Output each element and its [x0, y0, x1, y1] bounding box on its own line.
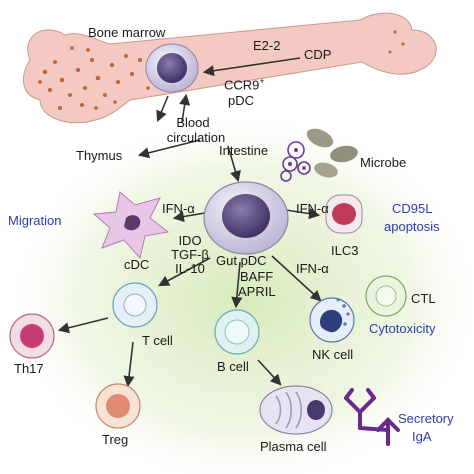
- label-plasma-cell: Plasma cell: [260, 439, 327, 454]
- arrow-to-cdc: [172, 211, 206, 223]
- label-baff: BAFF: [240, 269, 274, 284]
- label-bone-marrow: Bone marrow: [88, 25, 166, 40]
- arrow-cdp-to-pdc: [202, 57, 301, 77]
- label-april: APRIL: [238, 284, 276, 299]
- label-nk-cell: NK cell: [312, 347, 354, 362]
- secretory-iga-icon: [344, 388, 400, 446]
- arrow-to-nkcell: [271, 255, 322, 302]
- arrow-pdc-to-blood: [156, 95, 169, 123]
- arrow-to-intestine: [227, 145, 241, 183]
- label-apoptosis: apoptosis: [384, 219, 440, 234]
- label-cdp: CDP: [304, 47, 332, 62]
- label-microbe: Microbe: [360, 155, 407, 170]
- gut-pdc-cell: [203, 181, 289, 255]
- label-ccr9: CCR9+: [224, 74, 265, 92]
- label-e2-2: E2-2: [253, 38, 281, 53]
- label-cdc: cDC: [124, 257, 150, 272]
- label-pdc: pDC: [228, 93, 255, 108]
- label-intestine: Intestine: [219, 143, 269, 158]
- label-circulation: circulation: [166, 130, 226, 145]
- plasma-cell: [259, 385, 333, 435]
- label-thymus: Thymus: [76, 148, 123, 163]
- label-ilc3: ILC3: [331, 243, 359, 258]
- ctl-cell: [365, 275, 407, 317]
- label-gut-pdc: Gut pDC: [216, 253, 267, 268]
- bone-marrow-dots: [38, 30, 405, 110]
- treg-cell: [95, 383, 141, 429]
- label-treg: Treg: [102, 432, 129, 447]
- microbe-cluster: [280, 128, 358, 182]
- label-migration: Migration: [8, 213, 62, 228]
- label-tgf: TGF-β: [171, 247, 209, 262]
- b-cell: [214, 309, 260, 355]
- th17-cell: [9, 313, 55, 359]
- label-ifn-right: IFN-α: [296, 201, 329, 216]
- arrow-to-plasma: [257, 359, 282, 386]
- label-cytotoxicity: Cytotoxicity: [369, 321, 436, 336]
- arrow-to-th17: [57, 317, 109, 334]
- label-ccr9-text: CCR9: [224, 77, 260, 93]
- label-cd95l: CD95L: [392, 201, 433, 216]
- label-ifn-left: IFN-α: [162, 201, 195, 216]
- label-ccr9-sup: +: [259, 76, 265, 86]
- label-ido: IDO: [178, 233, 202, 248]
- arrow-to-tcell: [158, 257, 211, 287]
- label-secretory: Secretory: [398, 411, 454, 426]
- arrow-to-treg: [123, 341, 135, 388]
- cdc-cell: [92, 191, 170, 260]
- label-t-cell: T cell: [142, 333, 173, 348]
- ilc3-cell: [325, 194, 363, 234]
- t-cell: [112, 282, 158, 328]
- label-il10: IL-10: [175, 261, 205, 276]
- label-th17: Th17: [14, 361, 44, 376]
- label-iga: IgA: [412, 429, 432, 444]
- label-blood: Blood: [176, 115, 210, 130]
- arrow-to-thymus: [137, 139, 201, 159]
- arrow-blood-to-pdc: [179, 93, 191, 123]
- nk-cell: [309, 297, 355, 343]
- bone-marrow-pdc: [145, 43, 199, 93]
- arrow-to-bcell: [231, 261, 243, 309]
- label-ifn-lower: IFN-α: [296, 261, 329, 276]
- arrow-to-ilc3: [285, 208, 321, 220]
- label-ctl: CTL: [411, 291, 436, 306]
- label-b-cell: B cell: [217, 359, 249, 374]
- arrows: [57, 57, 322, 388]
